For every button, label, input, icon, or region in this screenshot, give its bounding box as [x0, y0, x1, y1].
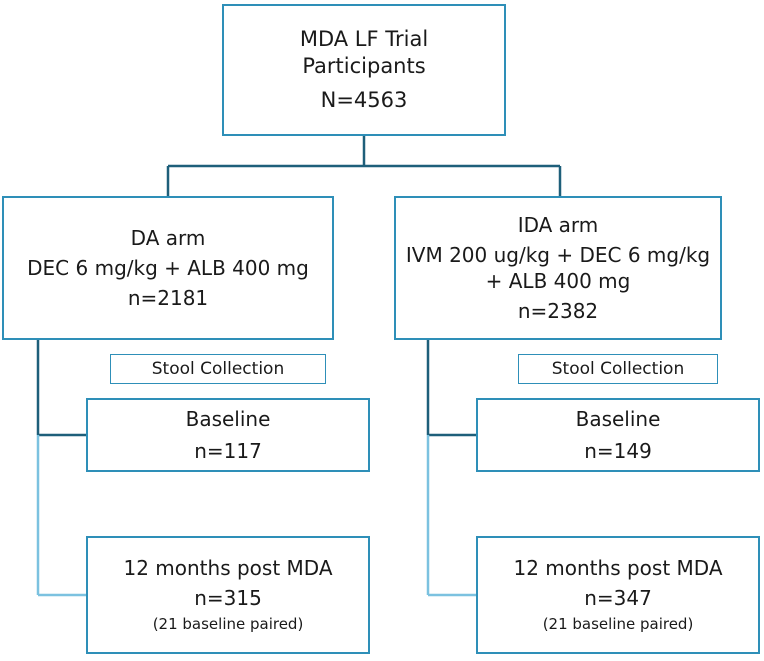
ida-arm-regimen-line2: + ALB 400 mg — [485, 269, 631, 293]
ida-baseline-box: Baseline n=149 — [476, 398, 760, 472]
ida-arm-count: n=2382 — [517, 299, 599, 323]
ida-followup-count: n=347 — [584, 586, 652, 611]
ida-arm-regimen-line1: IVM 200 ug/kg + DEC 6 mg/kg — [405, 243, 711, 267]
da-followup-title: 12 months post MDA — [123, 556, 333, 581]
ida-followup-title: 12 months post MDA — [513, 556, 723, 581]
stool-collection-label-left: Stool Collection — [110, 354, 326, 384]
root-box: MDA LF Trial Participants N=4563 — [222, 4, 506, 136]
da-followup-note: (21 baseline paired) — [152, 615, 304, 634]
da-baseline-box: Baseline n=117 — [86, 398, 370, 472]
da-baseline-count: n=117 — [194, 439, 262, 463]
da-arm-title: DA arm — [130, 226, 206, 250]
ida-baseline-title: Baseline — [575, 407, 661, 431]
root-count: N=4563 — [320, 87, 408, 112]
da-arm-box: DA arm DEC 6 mg/kg + ALB 400 mg n=2181 — [2, 196, 334, 340]
da-followup-count: n=315 — [194, 586, 262, 611]
root-subtitle: Participants — [302, 54, 426, 79]
ida-followup-box: 12 months post MDA n=347 (21 baseline pa… — [476, 536, 760, 654]
da-baseline-title: Baseline — [185, 407, 271, 431]
da-followup-box: 12 months post MDA n=315 (21 baseline pa… — [86, 536, 370, 654]
ida-baseline-count: n=149 — [584, 439, 652, 463]
ida-followup-note: (21 baseline paired) — [542, 615, 694, 634]
stool-collection-label-right: Stool Collection — [518, 354, 718, 384]
ida-arm-box: IDA arm IVM 200 ug/kg + DEC 6 mg/kg + AL… — [394, 196, 722, 340]
ida-arm-title: IDA arm — [517, 213, 599, 237]
da-arm-count: n=2181 — [127, 286, 209, 310]
da-arm-regimen: DEC 6 mg/kg + ALB 400 mg — [27, 256, 309, 280]
root-title: MDA LF Trial — [299, 27, 429, 52]
